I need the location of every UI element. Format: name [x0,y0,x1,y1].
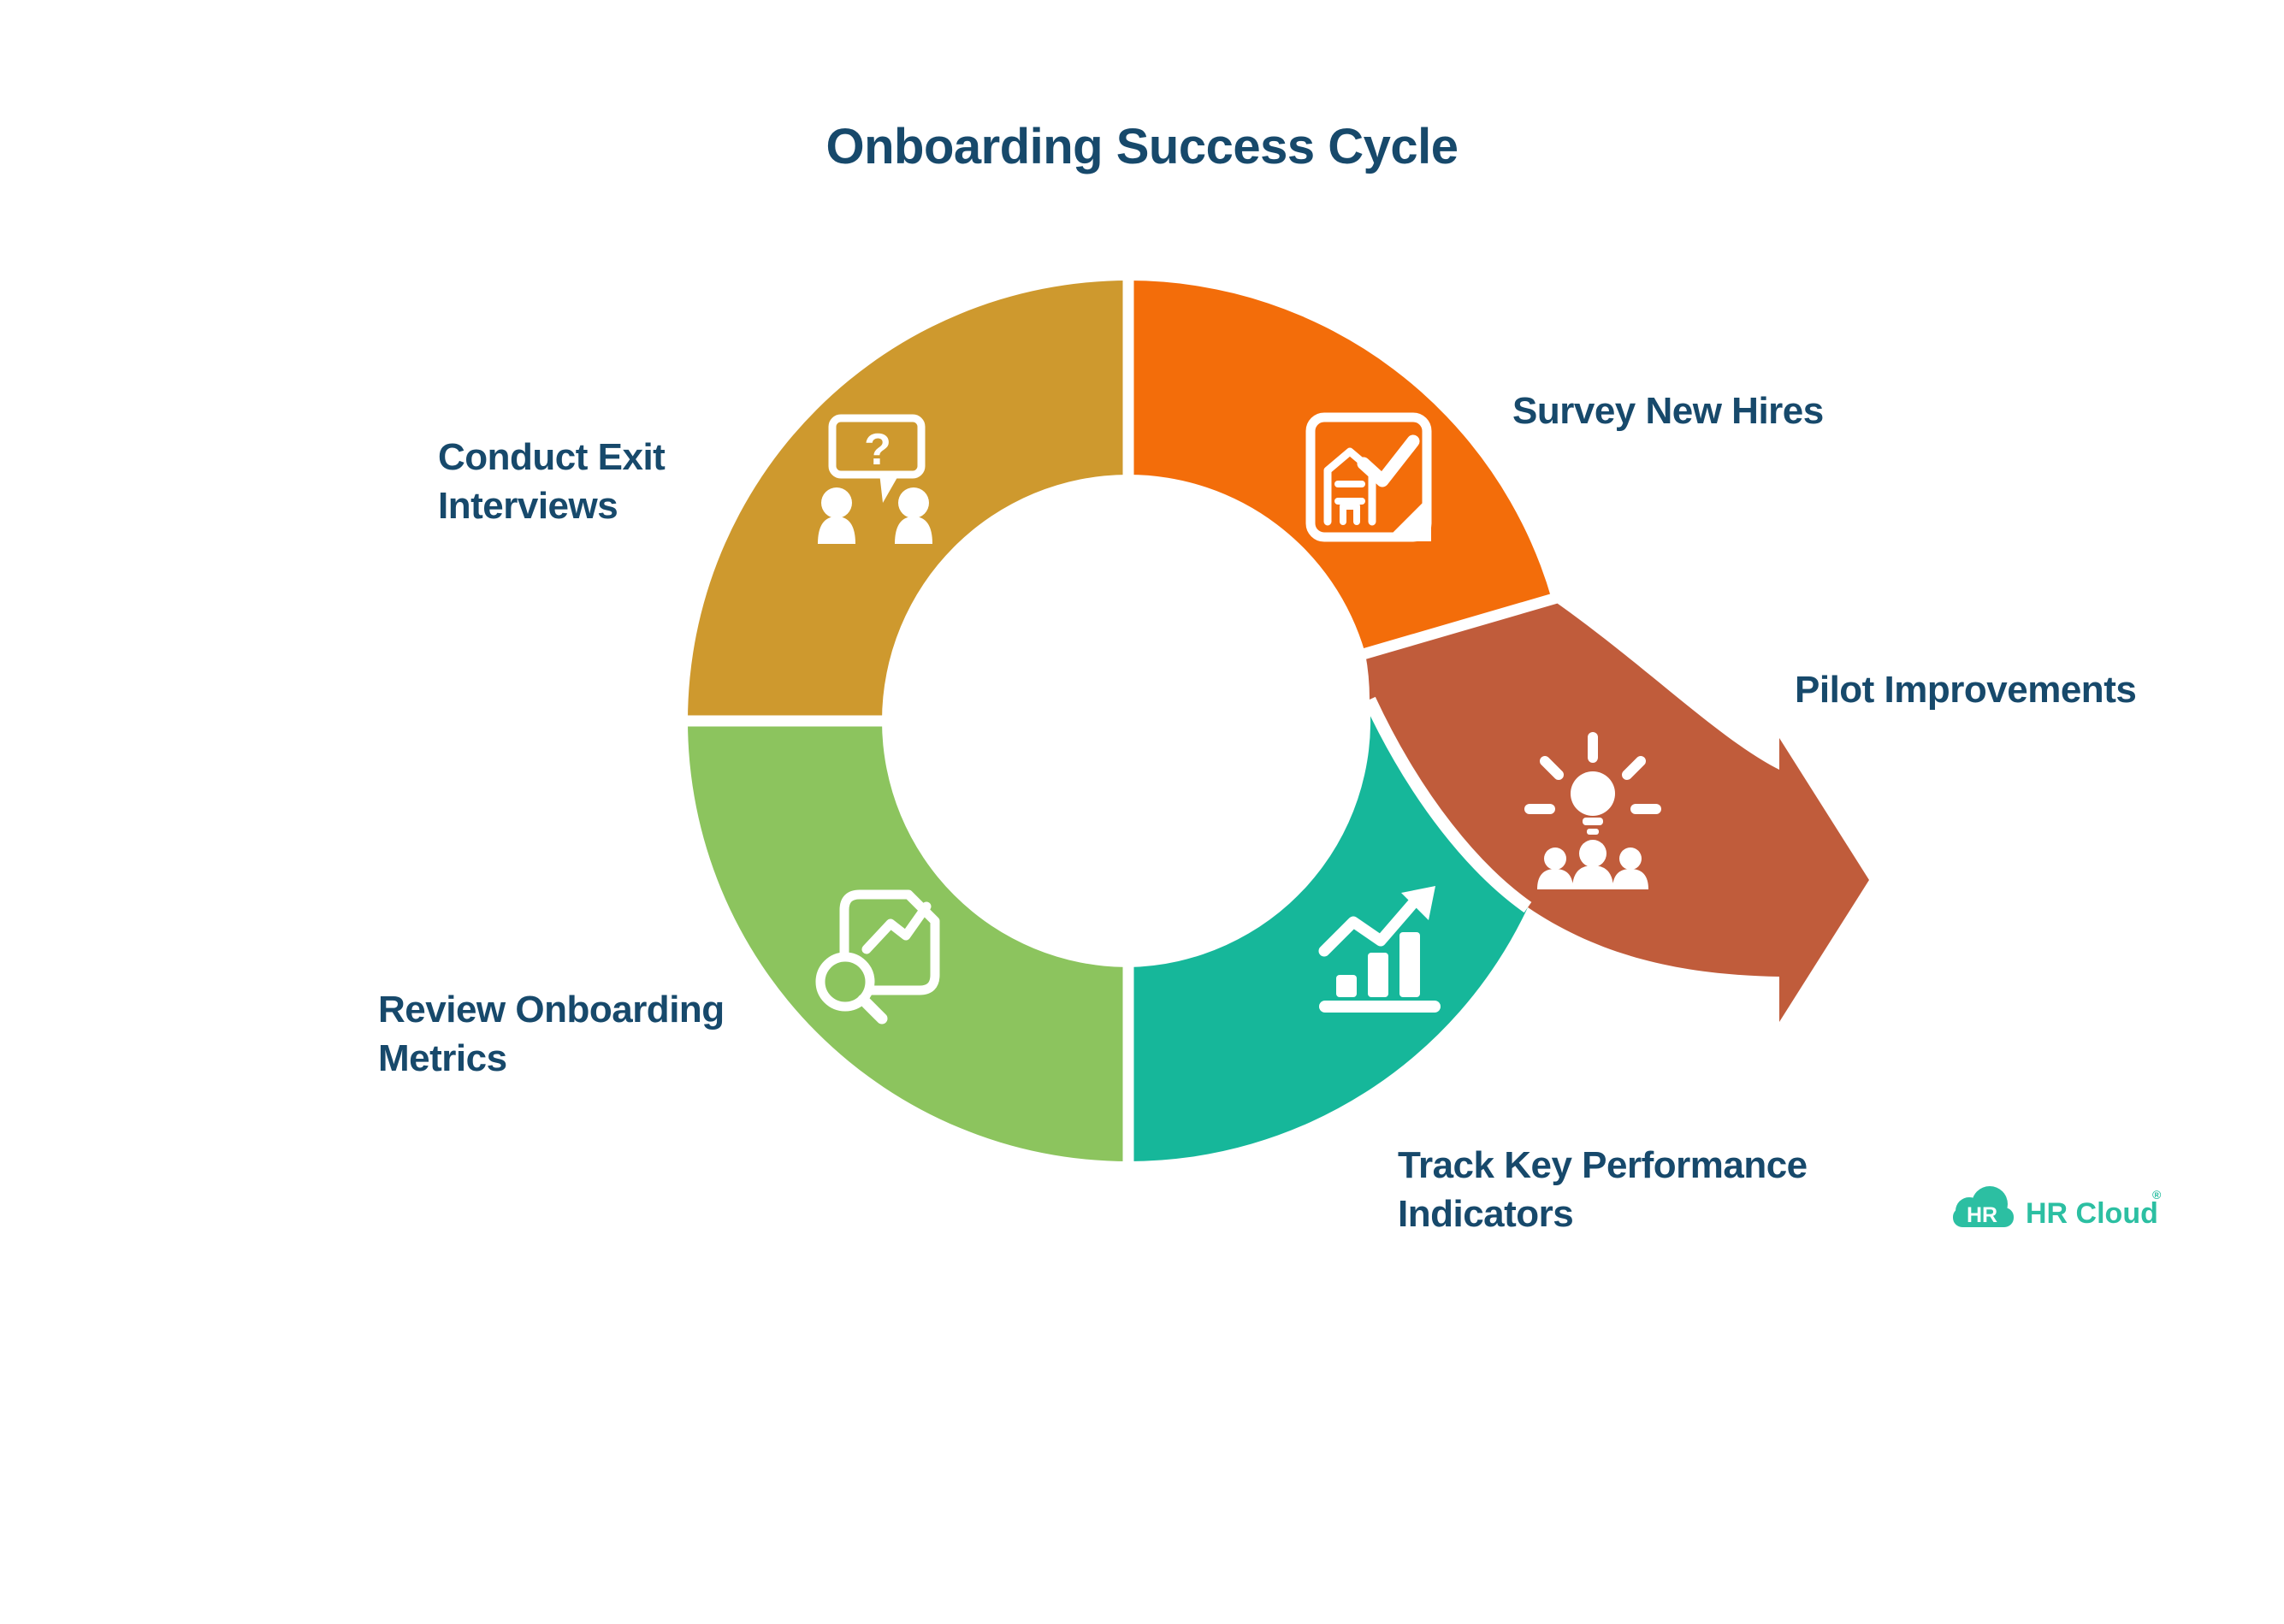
step-label-pilot-improvements: Pilot Improvements [1795,669,2137,711]
divider-teal-rust [1364,696,1532,913]
divider-orange-rust [1358,592,1559,661]
registered-mark: ® [2152,1188,2162,1202]
interview-speech-bubble-icon: ? [818,414,932,544]
pilot-swoosh-arrow [1365,599,1869,1022]
logo-badge-text: HR [1967,1203,1997,1227]
team-idea-lightbulb-icon [1524,732,1661,889]
step-label-track-kpis: Track Key Performance Indicators [1398,1144,1808,1236]
logo-wordmark: HR Cloud [2026,1197,2158,1230]
segment-survey-new-hires [1128,281,1552,653]
page-title: Onboarding Success Cycle [825,119,1459,174]
segment-dividers [683,275,1559,1166]
step-label-survey-new-hires: Survey New Hires [1512,390,1824,432]
segment-track-kpis [1128,700,1528,1162]
segment-review-onboarding-metrics [688,721,1128,1161]
segment-pilot-improvements [1365,599,1869,1022]
cloud-icon [1953,1186,2014,1227]
survey-document-check-icon [1305,412,1432,542]
hr-cloud-logo: HR HR Cloud ® [1953,1186,2162,1230]
step-label-review-onboarding-metrics: Review Onboarding Metrics [378,989,725,1080]
kpi-bar-chart-icon [1318,886,1441,1013]
metrics-magnifier-document-icon [815,889,940,1025]
question-mark-glyph: ? [864,425,891,475]
step-label-conduct-exit-interviews: Conduct Exit Interviews [438,436,666,528]
